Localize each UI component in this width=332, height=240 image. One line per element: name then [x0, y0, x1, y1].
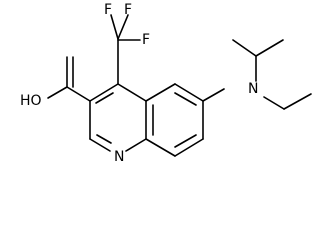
fluorine-label: F	[104, 2, 112, 18]
bond-c2-n1	[89, 138, 111, 152]
bond-f-c	[117, 14, 129, 40]
chemical-structure-diagram: F F F HO N N	[20, 2, 312, 165]
hydroxyl-label: HO	[20, 93, 42, 109]
bond-c4-c3	[89, 83, 119, 102]
structure-canvas: F F F HO N N	[20, 2, 312, 165]
bond-c4-c3-double	[95, 92, 114, 104]
atom-labels: F F F HO N N	[20, 2, 258, 165]
bond-n1-c8a	[125, 138, 147, 152]
bond-f-c	[110, 14, 119, 40]
bond-c6-amine	[202, 88, 225, 102]
bond-amine-ethyl	[263, 96, 285, 110]
bond-c7-c8-double	[174, 134, 197, 148]
fluorine-label: F	[124, 2, 132, 18]
bond-isopropyl-methyl-left	[232, 39, 257, 57]
bond-c5-c6	[174, 83, 204, 102]
bond-lines	[47, 14, 312, 157]
amine-nitrogen-label: N	[248, 81, 258, 97]
fluorine-label: F	[142, 32, 150, 48]
bond-c4a-c4	[117, 83, 147, 102]
bond-c8-c8a	[145, 138, 176, 157]
bond-c4a-c5	[145, 83, 176, 102]
ring-nitrogen-label: N	[114, 149, 124, 165]
bond-c5-c6-double	[174, 92, 197, 106]
bond-ethyl	[283, 93, 312, 110]
bond-c7-c8	[174, 138, 204, 157]
bond-isopropyl-methyl-right	[255, 39, 284, 57]
bond-c2-n1-double	[96, 134, 112, 144]
bond-c3-carboxyl	[66, 86, 91, 102]
bond-carboxyl-hydroxyl	[47, 86, 68, 99]
